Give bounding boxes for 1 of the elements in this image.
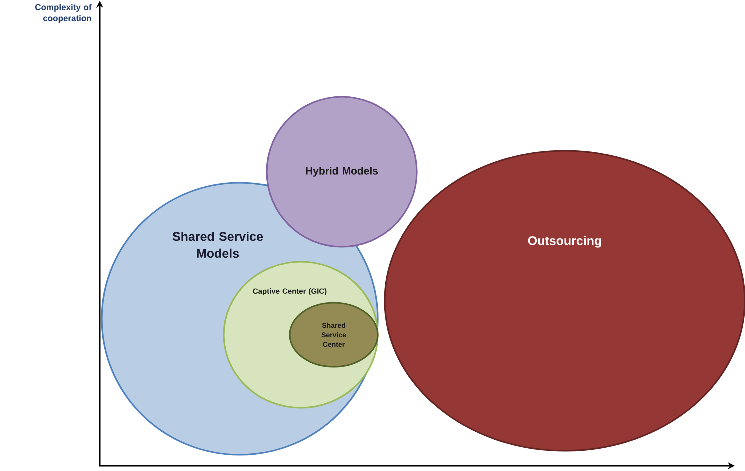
axis-label: Complexity of cooperation [35,4,92,24]
